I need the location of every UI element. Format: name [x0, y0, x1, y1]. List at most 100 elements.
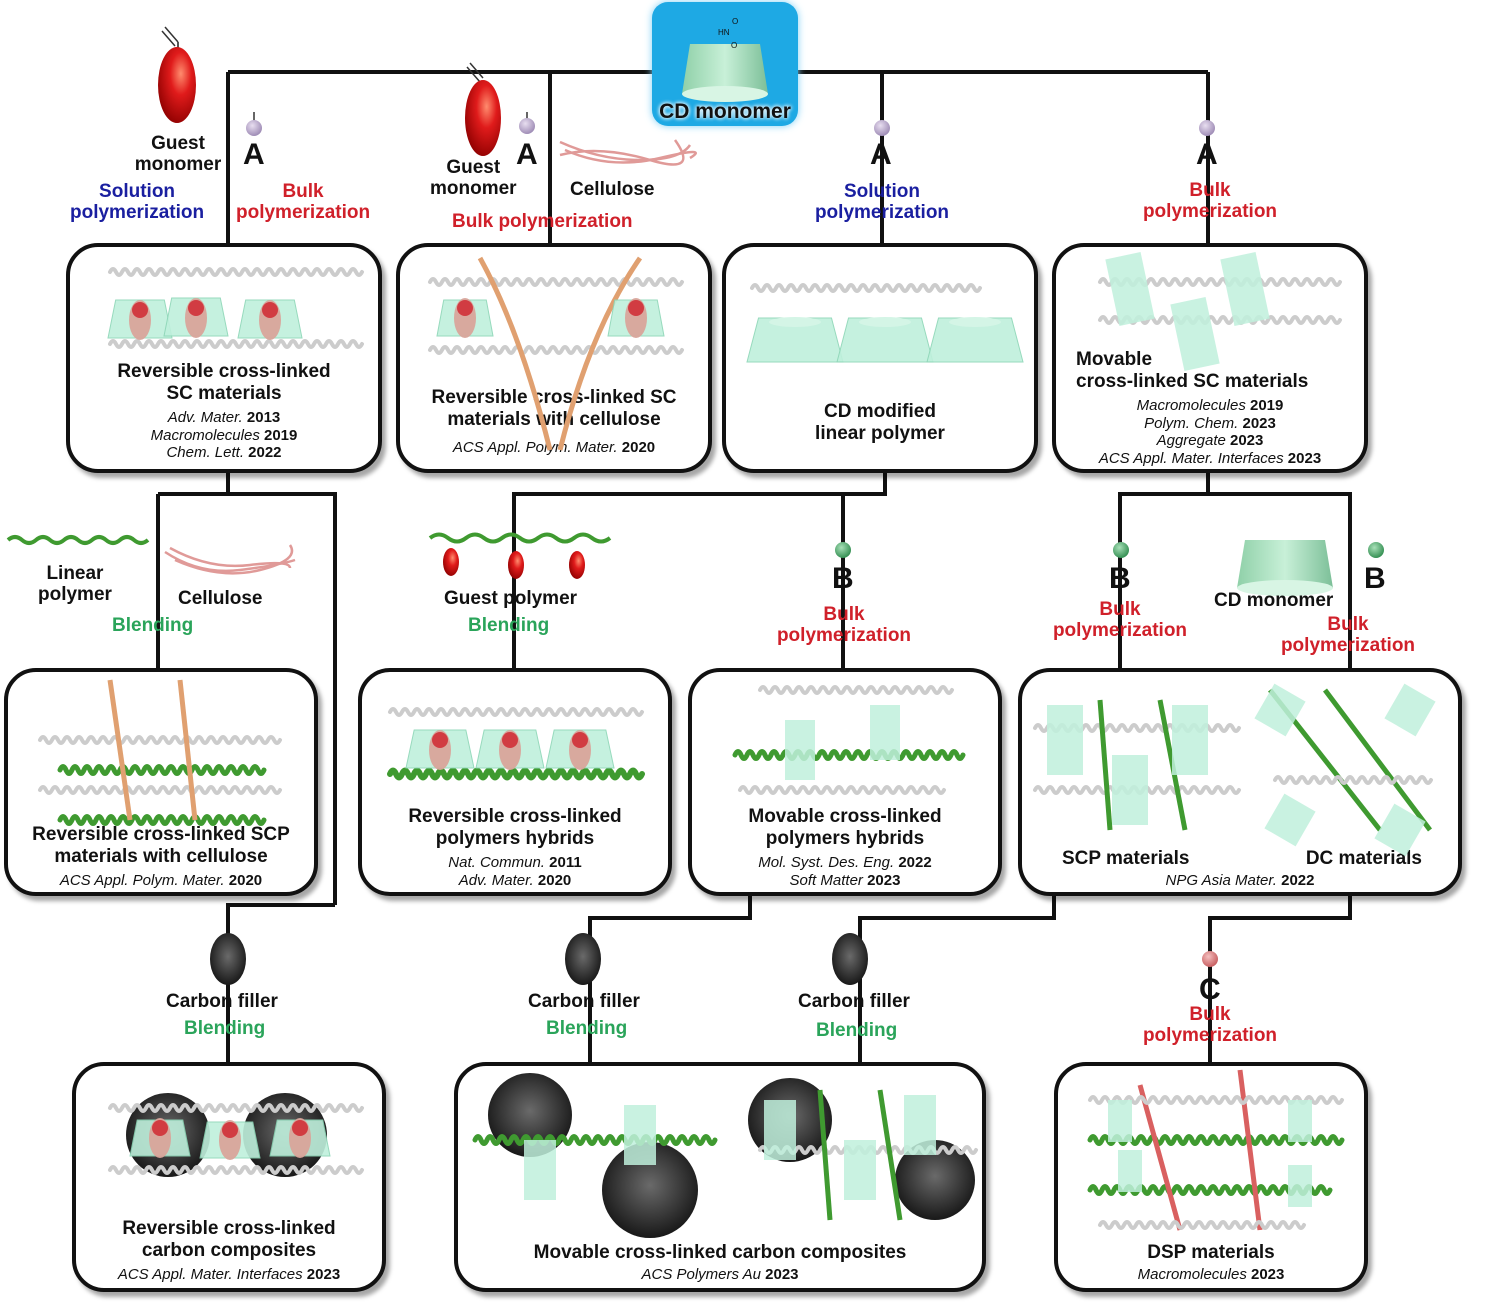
- reference: Polym. Chem. 2023: [1056, 415, 1364, 433]
- box-dsp-materials: DSP materials Macromolecules 2023: [1054, 1062, 1368, 1292]
- svg-text:HN: HN: [718, 28, 730, 37]
- reference: Macromolecules 2023: [1058, 1266, 1364, 1284]
- reference-year: 2022: [898, 854, 932, 871]
- reference-journal: ACS Appl. Polym. Mater.: [452, 439, 622, 456]
- reference-journal: Polym. Chem.: [1144, 414, 1243, 432]
- cellulose-label: Cellulose: [178, 588, 263, 609]
- monomer-b-icon: [1368, 542, 1384, 558]
- reference-year: 2020: [621, 439, 656, 456]
- reference-list: Macromolecules 2023: [1058, 1266, 1364, 1284]
- reference-journal: Adv. Mater.: [458, 871, 538, 889]
- reference-year: 2022: [1281, 872, 1315, 889]
- reference-year: 2023: [867, 871, 901, 889]
- monomer-b-label: B: [1364, 562, 1386, 595]
- guest-monomer-label: Guest monomer: [134, 133, 222, 176]
- cellulose-icon: [164, 544, 296, 575]
- carbon-filler-label: Carbon filler: [528, 991, 640, 1012]
- reference-year: 2013: [246, 409, 281, 426]
- carbon-filler-label: Carbon filler: [166, 991, 278, 1012]
- reference-list: ACS Appl. Polym. Mater. 2020: [400, 439, 708, 457]
- reference-year: 2023: [306, 1266, 341, 1283]
- reference-year: 2020: [537, 871, 572, 889]
- cd-monomer-label: CD monomer: [659, 100, 791, 123]
- monomer-c-label: C: [1199, 973, 1221, 1006]
- solution-polymerization-label: Solution polymerization: [814, 181, 950, 224]
- reference-year: 2023: [1242, 414, 1276, 432]
- box-reversible-sc-materials: Reversible cross-linked SC materials Adv…: [66, 243, 382, 473]
- reference-journal: ACS Appl. Mater. Interfaces: [117, 1266, 307, 1283]
- reference: Chem. Lett. 2022: [70, 444, 378, 462]
- carbon-filler-label: Carbon filler: [798, 991, 910, 1012]
- monomer-b-label: B: [832, 562, 854, 595]
- box-reversible-polymer-hybrids: Reversible cross-linked polymers hybrids…: [358, 668, 672, 896]
- reference-year: 2023: [1251, 1266, 1285, 1283]
- reference: Mol. Syst. Des. Eng. 2022: [692, 854, 998, 872]
- box-title: Reversible cross-linked SC materials: [117, 361, 331, 404]
- cellulose-label: Cellulose: [570, 179, 655, 200]
- box-title: DSP materials: [1147, 1242, 1275, 1263]
- reference-list: ACS Polymers Au 2023: [458, 1266, 982, 1284]
- blending-label: Blending: [468, 615, 550, 636]
- monomer-a-label: A: [870, 138, 892, 171]
- reference-year: 2022: [248, 444, 282, 462]
- reference: Macromolecules 2019: [70, 427, 378, 445]
- monomer-a-label: A: [1196, 138, 1218, 171]
- monomer-a-icon: [874, 120, 890, 136]
- reference-journal: Macromolecules: [1136, 397, 1250, 414]
- reference: ACS Appl. Polym. Mater. 2020: [8, 872, 314, 890]
- box-title: Movable cross-linked polymers hybrids: [748, 806, 942, 849]
- reference-journal: Soft Matter: [789, 871, 868, 889]
- reference-list: ACS Appl. Polym. Mater. 2020: [8, 872, 314, 890]
- reference-journal: Macromolecules: [1137, 1266, 1251, 1283]
- reference-year: 2011: [549, 854, 582, 871]
- box-title: CD modified linear polymer: [815, 401, 945, 444]
- carbon-filler-icon: [832, 933, 868, 985]
- box-title: SCP materials: [1062, 848, 1190, 869]
- monomer-a-label: A: [243, 138, 265, 171]
- guest-monomer-icon: [465, 62, 501, 156]
- reference: Adv. Mater. 2013: [70, 409, 378, 427]
- cellulose-icon: [559, 139, 697, 166]
- svg-text:O: O: [732, 17, 738, 26]
- monomer-a-icon: [246, 112, 262, 136]
- reference: Macromolecules 2019: [1056, 397, 1364, 415]
- reference-year: 2020: [228, 872, 263, 889]
- monomer-c-icon: [1202, 951, 1218, 967]
- reference: Soft Matter 2023: [692, 872, 998, 890]
- box-title: Reversible cross-linked SCP materials wi…: [32, 824, 290, 867]
- box-scp-dc-materials: SCP materials DC materials NPG Asia Mate…: [1018, 668, 1462, 896]
- box-movable-sc-materials: Movable cross-linked SC materials Macrom…: [1052, 243, 1368, 473]
- blending-label: Blending: [546, 1018, 628, 1039]
- box-title: Movable cross-linked carbon composites: [533, 1242, 907, 1263]
- reference: ACS Appl. Polym. Mater. 2020: [400, 439, 708, 457]
- blending-label: Blending: [112, 615, 194, 636]
- monomer-a-icon: [519, 112, 535, 134]
- guest-monomer-icon: [158, 26, 196, 123]
- box-reversible-carbon-composites: Reversible cross-linked carbon composite…: [72, 1062, 386, 1292]
- reference-journal: Nat. Commun.: [448, 854, 550, 871]
- linear-polymer-icon: [6, 535, 150, 545]
- guest-monomer-label: Guest monomer: [430, 157, 517, 200]
- monomer-b-icon: [1113, 542, 1129, 558]
- reference-journal: Adv. Mater.: [167, 409, 247, 426]
- box-cd-modified-linear-polymer: CD modified linear polymer: [722, 243, 1038, 473]
- reference-journal: Chem. Lett.: [166, 444, 249, 462]
- reference-year: 2023: [765, 1266, 799, 1283]
- box-title: Reversible cross-linked polymers hybrids: [408, 806, 622, 849]
- monomer-a-label: A: [516, 138, 538, 171]
- reference: Nat. Commun. 2011: [362, 854, 668, 872]
- box-title: Reversible cross-linked SC materials wit…: [431, 387, 677, 430]
- bulk-polymerization-label: Bulk polymerization: [452, 211, 633, 232]
- reference-journal: NPG Asia Mater.: [1165, 872, 1282, 889]
- box-movable-carbon-composites: Movable cross-linked carbon composites A…: [454, 1062, 986, 1292]
- bulk-polymerization-label: Bulk polymerization: [1142, 1004, 1278, 1047]
- blending-label: Blending: [816, 1020, 898, 1041]
- reference-journal: ACS Polymers Au: [641, 1266, 766, 1283]
- solution-polymerization-label: Solution polymerization: [70, 181, 205, 224]
